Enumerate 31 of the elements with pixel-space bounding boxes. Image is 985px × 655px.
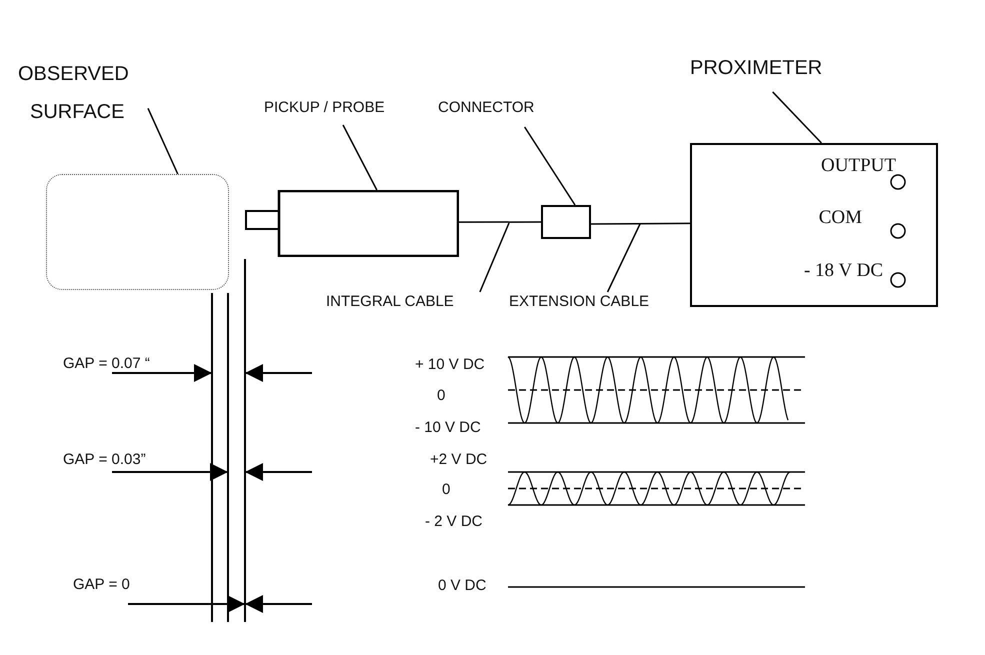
terminal-label: OUTPUT (821, 155, 896, 177)
voltage-label: +2 V DC (430, 451, 488, 469)
leader-line (479, 222, 510, 292)
part-label: PROXIMETER (690, 55, 846, 81)
terminal-label: COM (818, 207, 862, 229)
leader-line (772, 91, 822, 144)
part-label: INTEGRAL CABLE (326, 292, 488, 312)
gap-label: GAP = 0.03” (63, 451, 146, 469)
gap-label: GAP = 0 (73, 576, 130, 594)
observed-surface (46, 174, 229, 290)
cable-line (459, 221, 541, 223)
gap-label: GAP = 0.07 “ (63, 355, 150, 373)
voltage-label: - 10 V DC (415, 419, 481, 437)
voltage-label: 0 V DC (438, 577, 486, 595)
voltage-label: - 2 V DC (425, 513, 483, 531)
probe-drawing (245, 190, 459, 257)
part-label: PICKUP / PROBE (264, 98, 416, 118)
leader-line (147, 108, 178, 174)
leader-line (524, 126, 576, 206)
voltage-label: + 10 V DC (415, 356, 485, 374)
leader-line (342, 124, 378, 190)
cable-line (591, 222, 690, 225)
connector-box (541, 205, 591, 239)
part-label: CONNECTOR (438, 98, 560, 118)
leader-line (606, 224, 641, 292)
proximeter-box (690, 143, 938, 307)
part-label: OBSERVED SURFACE (18, 55, 148, 127)
voltage-label: 0 (442, 481, 450, 499)
terminal-label: - 18 V DC (804, 260, 883, 282)
part-label: EXTENSION CABLE (509, 292, 685, 312)
voltage-label: 0 (437, 387, 446, 405)
